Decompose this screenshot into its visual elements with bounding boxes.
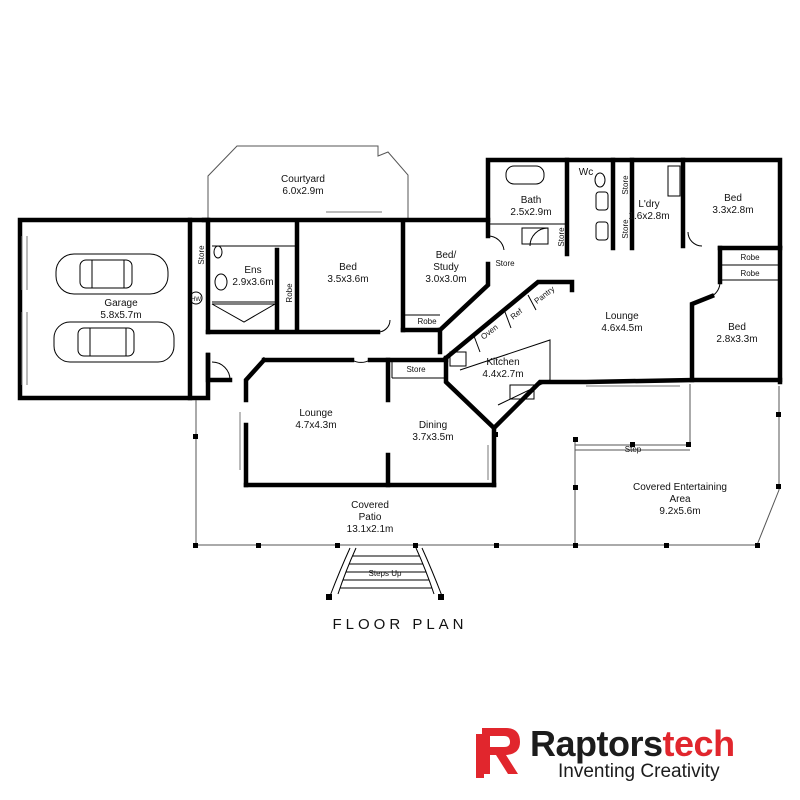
room-name-dining: Dining	[419, 420, 447, 431]
room-name-bath: Bath	[521, 195, 542, 206]
brand-logo: Raptorstech Inventing Creativity	[476, 722, 776, 786]
room-dims-ent: 9.2x5.6m	[659, 506, 700, 517]
room-name-bed-se: Bed	[728, 322, 746, 333]
room-name-wc: Wc	[579, 167, 593, 178]
brand-tagline: Inventing Creativity	[558, 761, 720, 782]
room-dims-bed-ne: 3.3x2.8m	[712, 205, 753, 216]
room-name-laundry: L'dry	[638, 199, 659, 210]
room-name-ent-2: Area	[669, 494, 691, 505]
room-dims-garage: 5.8x5.7m	[100, 310, 141, 321]
room-name-ent-1: Covered Entertaining	[633, 482, 727, 493]
label-store: Store	[557, 227, 566, 247]
label-pantry: Pantry	[533, 284, 557, 305]
room-labels: Courtyard 6.0x2.9m Garage 5.8x5.7m Ens 2…	[100, 167, 757, 535]
label-hw: HW	[191, 297, 201, 303]
room-name-ens: Ens	[244, 265, 261, 276]
floor-plan-caption: FLOOR PLAN	[332, 616, 468, 633]
room-dims-laundry: 1.6x2.8m	[628, 211, 669, 222]
room-name-bed-study-2: Study	[433, 262, 459, 273]
label-ref: Ref	[509, 306, 525, 321]
small-labels: Store Robe Store Robe Store Store Store …	[191, 175, 760, 578]
car-icon	[53, 321, 175, 363]
label-store: Store	[621, 175, 630, 195]
room-name-patio-2: Patio	[359, 512, 382, 523]
room-dims-dining: 3.7x3.5m	[412, 432, 453, 443]
fixtures	[189, 165, 681, 400]
label-store: Store	[197, 245, 206, 265]
courtyard-outline	[207, 145, 409, 218]
label-store: Store	[495, 259, 515, 268]
room-dims-bed-main: 3.5x3.6m	[327, 274, 368, 285]
brand-name-part1: Raptors	[530, 723, 663, 764]
raptorstech-logo-icon	[476, 728, 520, 778]
label-robe: Robe	[740, 253, 760, 262]
brand-name: Raptorstech	[530, 724, 735, 764]
room-dims-courtyard: 6.0x2.9m	[282, 186, 323, 197]
room-name-bed-ne: Bed	[724, 193, 742, 204]
label-robe: Robe	[285, 283, 294, 303]
room-name-kitchen: Kitchen	[486, 357, 519, 368]
verandah	[193, 384, 781, 548]
room-name-courtyard: Courtyard	[281, 174, 325, 185]
label-steps-up: Steps Up	[369, 569, 402, 578]
label-step: Step	[625, 445, 642, 454]
room-name-bed-main: Bed	[339, 262, 357, 273]
windows	[21, 236, 680, 480]
room-name-garage: Garage	[104, 298, 138, 309]
room-dims-lounge-main: 4.6x4.5m	[601, 323, 642, 334]
brand-name-part2: tech	[662, 723, 736, 764]
room-dims-bath: 2.5x2.9m	[510, 207, 551, 218]
room-name-lounge-front: Lounge	[299, 408, 333, 419]
room-dims-ens: 2.9x3.6m	[232, 277, 273, 288]
room-name-patio-1: Covered	[351, 500, 389, 511]
label-store: Store	[621, 219, 630, 239]
room-dims-lounge-front: 4.7x4.3m	[295, 420, 336, 431]
room-dims-kitchen: 4.4x2.7m	[482, 369, 523, 380]
label-robe: Robe	[740, 269, 760, 278]
car-icon	[55, 253, 169, 295]
room-dims-patio: 13.1x2.1m	[347, 524, 394, 535]
room-name-lounge-main: Lounge	[605, 311, 639, 322]
room-dims-bed-study: 3.0x3.0m	[425, 274, 466, 285]
label-store: Store	[406, 365, 426, 374]
room-name-bed-study-1: Bed/	[436, 250, 457, 261]
walls	[17, 157, 783, 488]
front-steps	[326, 547, 444, 600]
room-dims-bed-se: 2.8x3.3m	[716, 334, 757, 345]
label-robe: Robe	[417, 317, 437, 326]
